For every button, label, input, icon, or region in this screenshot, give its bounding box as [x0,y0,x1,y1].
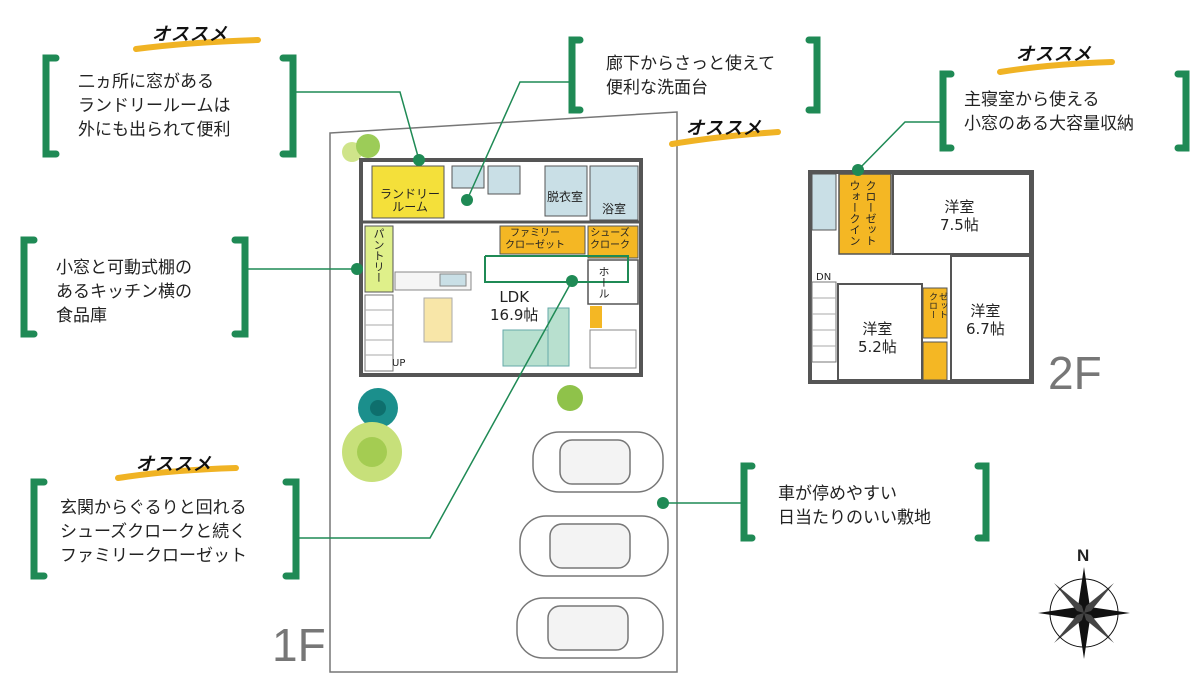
room-walkin-label: ウォークイン [848,180,861,246]
room-label-line: シューズ [590,228,630,239]
room-label-line: 16.9帖 [490,306,539,324]
room-label-line: ウォークイン [848,180,861,246]
room-label-line: ファミリー [510,228,560,239]
room-label-line: クローク [590,240,630,251]
room-family-closet-label: ファミリー クローゼット [505,228,565,252]
room-label-line: 6.7帖 [966,320,1005,338]
tree-top-left [342,134,380,162]
house-2f [808,170,1034,384]
stairs-dn-label: DN [816,272,832,283]
callout-line: 二ヵ所に窓がある [78,72,214,92]
room-bed3-label: 洋室 5.2帖 [858,320,897,356]
recommend-tag: オススメ [686,118,762,139]
room-label-line: ルーム [392,200,428,214]
recommend-tag: オススメ [1016,44,1092,65]
room-closet-label-2: ゼット [937,292,947,319]
tag-swooshes [115,37,1115,481]
room-closet-label: クロー [927,292,937,319]
room-label-line: 洋室 [944,198,975,216]
room-label-line: クローゼット [505,240,565,251]
callout-line: 小窓と可動式棚の [56,258,192,278]
room-bed1-label: 洋室 7.5帖 [940,198,979,234]
leader-lines [246,81,941,539]
callout-washroom: 廊下からさっと使えて 便利な洗面台 [606,52,775,100]
room-shoes-cloak-label: シューズ クローク [590,228,630,252]
callout-entrance: 玄関からぐるりと回れる シューズクロークと続く ファミリークローゼット [60,496,247,568]
leader-dots [351,154,864,509]
tree-left-lime [342,422,402,482]
room-laundry-label: ランドリー ルーム [380,188,440,214]
compass [1038,567,1130,659]
recommend-tag: オススメ [152,24,228,45]
room-label-line: 5.2帖 [858,338,897,356]
car-2 [519,515,669,577]
room-label-line: LDK [499,288,530,306]
callout-line: 廊下からさっと使えて [606,54,776,74]
callout-line: ランドリールームは [78,96,231,116]
room-label-line: 洋室 [862,320,893,338]
room-label-line: クローゼット [864,180,877,246]
car-3 [516,597,664,659]
tree-left-teal [358,388,398,428]
room-ldk-label: LDK 16.9帖 [490,288,538,324]
callout-line: 車が停めやすい [778,484,897,504]
callout-line: あるキッチン横の [56,282,192,302]
floor-2f-label: 2F [1048,347,1102,399]
floor-1f-label: 1F [272,619,326,671]
car-1 [532,431,664,493]
callout-line: ファミリークローゼット [60,546,247,566]
room-bath-label: 浴室 [602,202,627,216]
room-pantry-label: パントリー [372,228,385,283]
callout-parking: 車が停めやすい 日当たりのいい敷地 [778,482,931,530]
callout-laundry: 二ヵ所に窓がある ランドリールームは 外にも出られて便利 [78,70,231,142]
room-walkin-label-2: クローゼット [864,180,877,246]
callout-line: 玄関からぐるりと回れる [60,498,247,518]
callout-brackets [20,36,1190,580]
callout-line: 外にも出られて便利 [78,120,231,140]
callout-line: 便利な洗面台 [606,78,708,98]
callout-pantry: 小窓と可動式棚の あるキッチン横の 食品庫 [56,256,192,328]
callout-line: 日当たりのいい敷地 [778,508,931,528]
callout-line: シューズクロークと続く [60,522,247,542]
room-label-line: ランドリー [380,187,441,201]
compass-north-label: N [1077,546,1090,565]
room-label-line: 7.5帖 [940,216,979,234]
room-hall-label: ホール [597,266,610,299]
tree-middle [557,385,583,411]
stairs-up-label: UP [392,358,406,369]
room-label-line: 洋室 [970,302,1001,320]
callout-line: 食品庫 [56,306,107,326]
recommend-tag: オススメ [136,454,212,475]
room-bed2-label: 洋室 6.7帖 [966,302,1005,338]
callout-line: 主寝室から使える [964,90,1100,110]
callout-bedroom-closet: 主寝室から使える 小窓のある大容量収納 [964,88,1134,136]
room-datsui-label: 脱衣室 [547,190,584,204]
callout-line: 小窓のある大容量収納 [964,114,1134,134]
